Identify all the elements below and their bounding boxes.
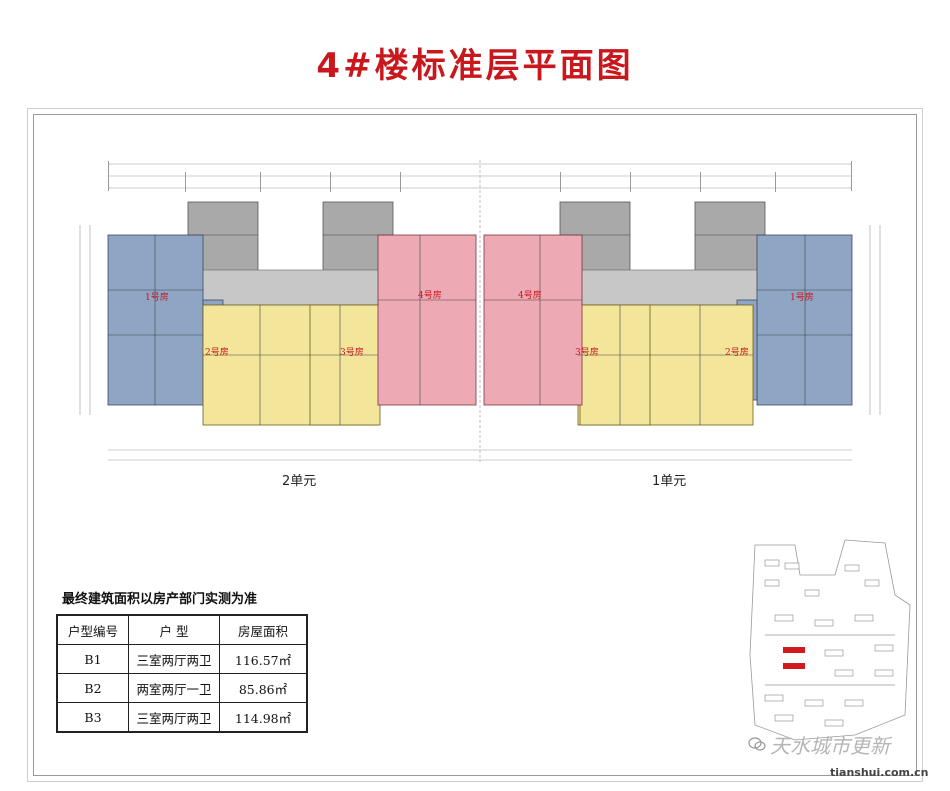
unit-pink [377, 234, 583, 406]
table-row: B1 三室两厅两卫 116.57㎡ [56, 644, 308, 674]
area-note: 最终建筑面积以房产部门实测为准 [62, 592, 258, 607]
wechat-icon [748, 737, 766, 751]
cell-area: 116.57㎡ [219, 644, 308, 674]
corridor [187, 269, 771, 306]
room-label-2: 2号房 [205, 346, 229, 358]
unit-yellow [202, 304, 754, 426]
room-label-7: 2号房 [725, 346, 749, 358]
table-header-row: 户型编号 户 型 房屋面积 [56, 614, 308, 645]
room-label-6: 3号房 [575, 346, 599, 358]
cell-code: B3 [56, 702, 129, 733]
unit-label-left: 2单元 [282, 474, 317, 489]
interior-walls [108, 234, 852, 425]
cell-area: 85.86㎡ [219, 673, 308, 703]
header-area: 房屋面积 [219, 614, 308, 645]
highlighted-building [783, 647, 805, 669]
dimension-lines [79, 160, 881, 462]
dimension-ticks [108, 161, 852, 192]
inner-frame [33, 114, 917, 776]
floor-plan: 1号房 2号房 3号房 4号房 4号房 3号房 2号房 1号房 [79, 160, 881, 462]
room-labels: 1号房 2号房 3号房 4号房 4号房 3号房 2号房 1号房 [145, 289, 814, 358]
cell-code: B2 [56, 673, 129, 703]
unit-label-right: 1单元 [652, 474, 687, 489]
room-label-1: 1号房 [145, 291, 169, 303]
header-type: 户 型 [128, 614, 220, 645]
site-map [749, 539, 911, 741]
cell-type: 三室两厅两卫 [128, 644, 220, 674]
cell-type: 两室两厅一卫 [128, 673, 220, 703]
table-row: B2 两室两厅一卫 85.86㎡ [56, 673, 308, 703]
site-url: tianshui.com.cn [830, 766, 929, 779]
page-title: 4#楼标准层平面图 [316, 46, 634, 86]
room-label-8: 1号房 [790, 291, 814, 303]
cell-area: 114.98㎡ [219, 702, 308, 733]
cell-type: 三室两厅两卫 [128, 702, 220, 733]
room-label-3: 3号房 [340, 346, 364, 358]
room-label-5: 4号房 [518, 289, 542, 301]
outer-frame [27, 108, 923, 782]
table-row: B3 三室两厅两卫 114.98㎡ [56, 702, 308, 733]
area-table: 户型编号 户 型 房屋面积 B1 三室两厅两卫 116.57㎡ B2 两室两厅一… [56, 614, 308, 733]
cell-code: B1 [56, 644, 129, 674]
room-label-4: 4号房 [418, 289, 442, 301]
watermark: 天水城市更新 [770, 734, 890, 758]
header-code: 户型编号 [56, 614, 129, 645]
